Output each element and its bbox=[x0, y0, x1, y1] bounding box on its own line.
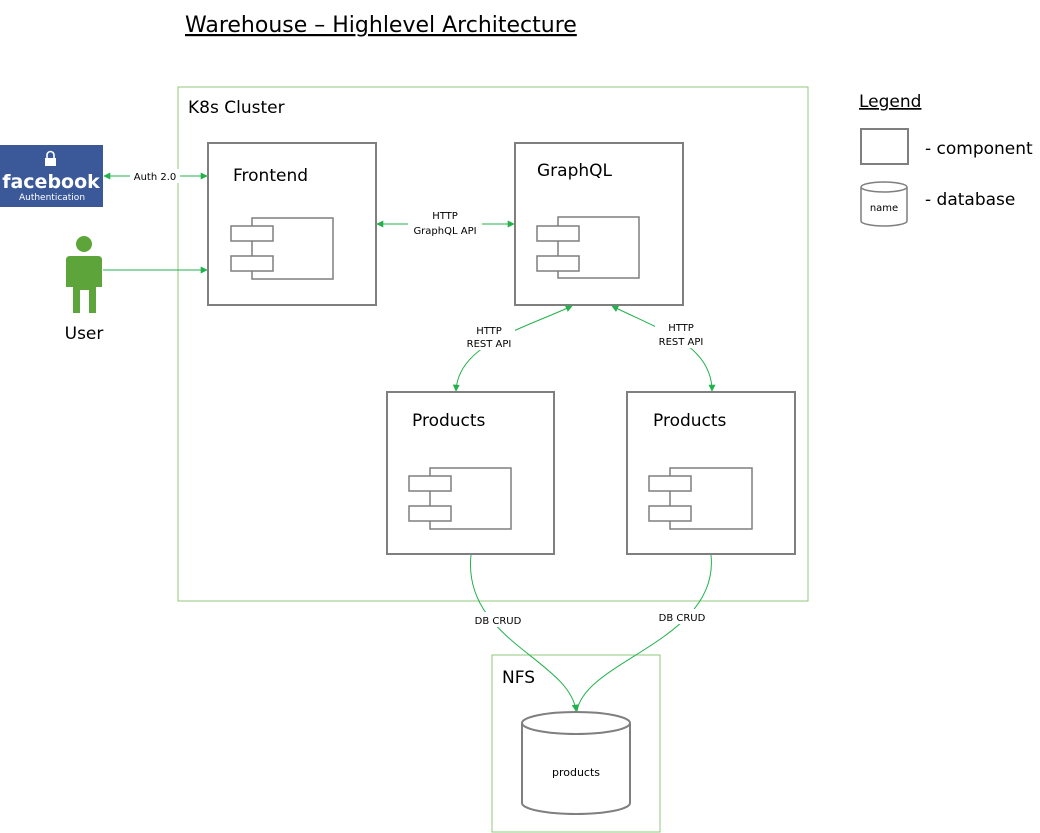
products-left-label: Products bbox=[412, 411, 486, 431]
graphql-api-label-line2: GraphQL API bbox=[413, 226, 476, 237]
products-right-db-edge bbox=[576, 554, 712, 712]
facebook-wordmark: facebook bbox=[2, 171, 100, 193]
rest-left-label-line2: REST API bbox=[467, 339, 512, 350]
nfs-container bbox=[491, 654, 661, 833]
user-label: User bbox=[65, 324, 104, 344]
k8s-cluster-container bbox=[177, 86, 809, 602]
facebook-authentication[interactable]: facebook Authentication bbox=[0, 145, 103, 207]
legend-component-label: - component bbox=[925, 139, 1033, 159]
auth-label-bg bbox=[130, 169, 180, 183]
database-name: products bbox=[552, 766, 600, 779]
crud-right-label-bg bbox=[654, 609, 710, 624]
rest-left-label-bg bbox=[463, 322, 515, 350]
component-icon bbox=[536, 216, 640, 279]
products-left-component[interactable]: Products bbox=[386, 391, 555, 555]
component-icon bbox=[408, 467, 512, 530]
graphql-products-right-edge bbox=[611, 305, 716, 392]
frontend-label: Frontend bbox=[233, 166, 308, 186]
crud-right-label: DB CRUD bbox=[659, 613, 706, 624]
diagram-title: Warehouse – Highlevel Architecture bbox=[185, 13, 577, 38]
auth-edge-label: Auth 2.0 bbox=[134, 172, 177, 183]
frontend-component[interactable]: Frontend bbox=[207, 142, 377, 306]
legend-database-swatch: name bbox=[860, 181, 908, 227]
graphql-component[interactable]: GraphQL bbox=[514, 142, 684, 306]
products-right-component[interactable]: Products bbox=[626, 391, 796, 555]
nfs-label: NFS bbox=[502, 668, 535, 688]
products-database[interactable]: products bbox=[521, 711, 631, 815]
rest-left-label-line1: HTTP bbox=[476, 326, 502, 337]
legend-database-sample: name bbox=[870, 203, 898, 214]
graphql-api-label-bg bbox=[408, 207, 482, 237]
rest-right-label-bg bbox=[655, 320, 707, 348]
rest-right-label-line2: REST API bbox=[659, 337, 704, 348]
crud-left-label: DB CRUD bbox=[475, 616, 522, 627]
products-right-label: Products bbox=[653, 411, 727, 431]
component-icon bbox=[648, 467, 753, 530]
crud-left-label-bg bbox=[470, 612, 526, 627]
graphql-api-label-line1: HTTP bbox=[432, 211, 458, 222]
products-left-db-edge bbox=[470, 554, 579, 712]
user-actor[interactable]: User bbox=[65, 236, 104, 344]
graphql-label: GraphQL bbox=[537, 161, 613, 181]
lock-icon bbox=[45, 150, 56, 166]
legend-component-swatch bbox=[860, 128, 909, 165]
user-icon bbox=[66, 236, 102, 313]
rest-right-label-line1: HTTP bbox=[668, 323, 694, 334]
facebook-subtitle: Authentication bbox=[19, 193, 85, 203]
component-icon bbox=[230, 217, 334, 280]
facebook-logo bbox=[0, 145, 103, 207]
cluster-label: K8s Cluster bbox=[188, 98, 285, 118]
legend-title: Legend bbox=[859, 92, 921, 112]
legend: Legend - component name - database bbox=[859, 92, 1033, 227]
legend-database-label: - database bbox=[925, 190, 1015, 210]
